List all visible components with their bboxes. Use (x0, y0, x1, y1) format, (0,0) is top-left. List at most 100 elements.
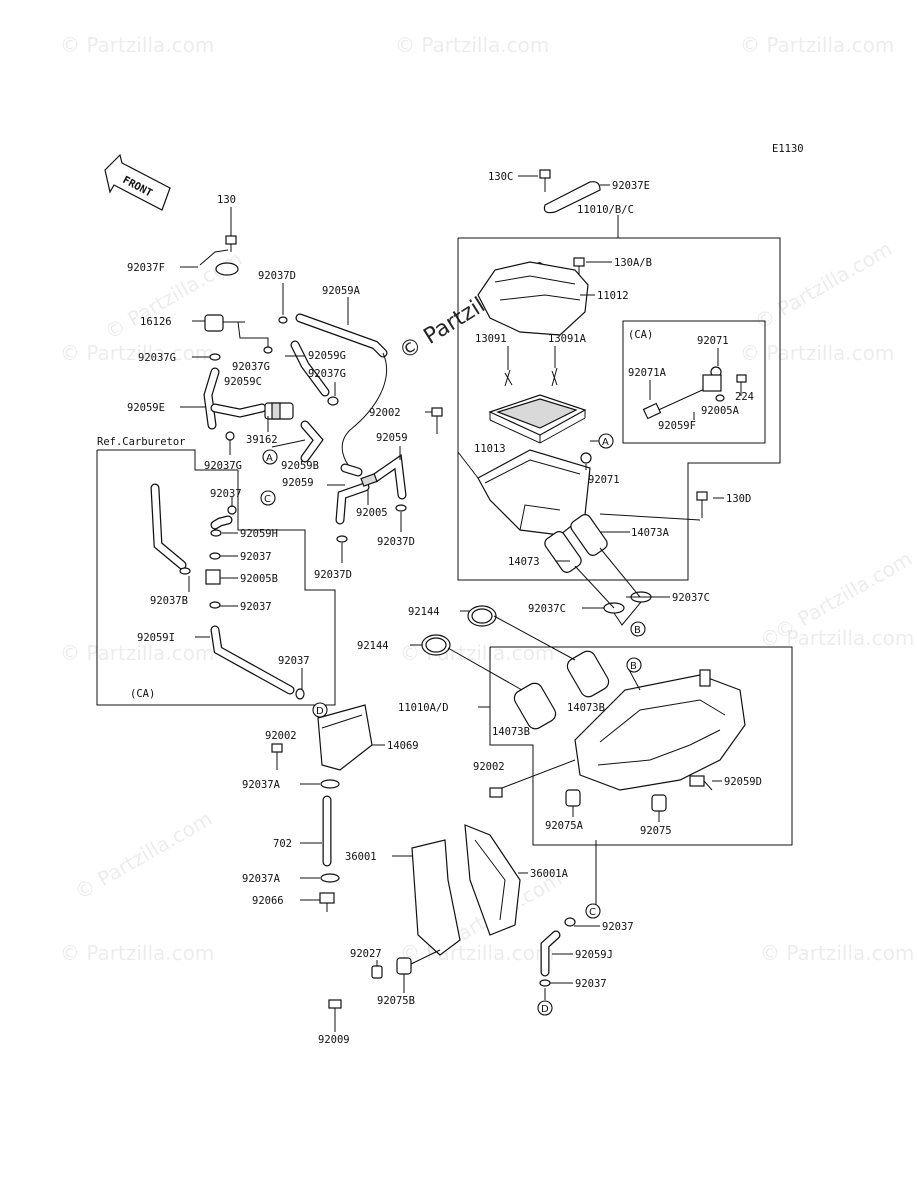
part-label-92009: 92009 (318, 1034, 350, 1046)
part-label-92071: 92071 (697, 335, 729, 347)
watermark: © Partzilla.com (400, 941, 554, 965)
part-label-130C: 130C (488, 171, 513, 183)
part-label-92027: 92027 (350, 948, 382, 960)
part-label-92037C: 92037C (672, 592, 710, 604)
part-label-92005A: 92005A (701, 405, 740, 417)
part-label-92037F: 92037F (127, 262, 165, 274)
small-parts (179, 169, 747, 1026)
part-label-92144: 92144 (408, 606, 440, 618)
part-label-11013: 11013 (474, 443, 506, 455)
watermark: © Partzilla.com (60, 341, 214, 365)
watermark: © Partzilla.com (740, 341, 894, 365)
part-label-92037A: 92037A (242, 873, 281, 885)
watermark: © Partzilla.com (740, 33, 894, 57)
part-label-92037G: 92037G (204, 460, 242, 472)
part-label-92059B: 92059B (281, 460, 319, 472)
part-label-92037D: 92037D (377, 536, 415, 548)
part-label-92071A: 92071A (628, 367, 667, 379)
callout-label: A (266, 453, 273, 464)
part-label-92037: 92037 (240, 601, 272, 613)
part-label-14073B: 14073B (492, 726, 530, 738)
callout-label: B (630, 661, 637, 672)
side-cover-36001A (464, 824, 521, 936)
callout-A-left: A (262, 449, 278, 465)
part-label-16126: 16126 (140, 316, 172, 328)
front-arrow: FRONT (104, 153, 171, 211)
callout-label: A (602, 437, 609, 448)
callout-D-bottom: D (537, 1000, 553, 1016)
part-label-14073A: 14073A (631, 527, 670, 539)
part-label-92059C: 92059C (224, 376, 262, 388)
part-label-92059F: 92059F (658, 420, 696, 432)
part-label-92037G: 92037G (308, 368, 346, 380)
callout-label: B (634, 625, 641, 636)
part-label-130D: 130D (726, 493, 751, 505)
part-label-14069: 14069 (387, 740, 419, 752)
ca-label-left: (CA) (130, 688, 155, 700)
part-label-224: 224 (735, 391, 754, 403)
part-label-92075B: 92075B (377, 995, 415, 1007)
part-label-92059E: 92059E (127, 402, 165, 414)
group-frames (96, 237, 793, 846)
ref-carburetor-label: Ref.Carburetor (97, 436, 186, 448)
watermark: © Partzilla.com (395, 33, 549, 57)
callout-D-top: D (312, 702, 328, 718)
part-label-92005B: 92005B (240, 573, 278, 585)
callout-A-top: A (598, 433, 614, 449)
part-label-36001: 36001 (345, 851, 377, 863)
part-label-702: 702 (273, 838, 292, 850)
part-label-92075: 92075 (640, 825, 672, 837)
part-label-92037G: 92037G (232, 361, 270, 373)
callout-label: C (264, 494, 271, 505)
part-label-92059H: 92059H (240, 528, 278, 540)
part-label-11010AD: 11010A/D (398, 702, 449, 714)
part-label-92059I: 92059I (137, 632, 175, 644)
part-label-92059: 92059 (282, 477, 314, 489)
part-label-92037: 92037 (602, 921, 634, 933)
callout-label: D (541, 1004, 549, 1015)
part-label-36001A: 36001A (530, 868, 569, 880)
ca-label-right: (CA) (628, 329, 653, 341)
part-label-92059J: 92059J (575, 949, 613, 961)
part-label-92144: 92144 (357, 640, 389, 652)
watermark: © Partzilla.com (60, 641, 214, 665)
watermark: © Partzilla.com (60, 33, 214, 57)
part-label-92075A: 92075A (545, 820, 584, 832)
part-label-11010BC: 11010/B/C (577, 204, 634, 216)
watermark: © Partzilla.com (760, 941, 914, 965)
part-label-92037D: 92037D (314, 569, 352, 581)
side-cover-36001 (411, 839, 461, 956)
part-label-92037B: 92037B (150, 595, 188, 607)
part-label-92002: 92002 (473, 761, 505, 773)
callout-C-left: C (260, 490, 276, 506)
part-label-39162: 39162 (246, 434, 278, 446)
part-label-92037E: 92037E (612, 180, 650, 192)
part-label-14073B: 14073B (567, 702, 605, 714)
watermark: © Partzilla.com (101, 246, 247, 344)
part-label-92037: 92037 (575, 978, 607, 990)
part-label-92002: 92002 (265, 730, 297, 742)
callout-B-housing: B (626, 657, 642, 673)
air-cleaner-cover-11012 (477, 261, 589, 336)
ducts-14073 (513, 514, 610, 730)
part-label-92059D: 92059D (724, 776, 762, 788)
part-label-92059A: 92059A (322, 285, 361, 297)
part-label-92066: 92066 (252, 895, 284, 907)
watermark: © Partzilla.com (71, 806, 217, 904)
part-label-92005: 92005 (356, 507, 388, 519)
part-labels: 130 92037F 92037D 92059A 16126 92037G 92… (97, 171, 762, 1046)
part-label-92037D: 92037D (258, 270, 296, 282)
leader-lines (180, 175, 742, 1032)
watermark: © Partzilla.com (760, 626, 914, 650)
callout-C-bottom: C (585, 903, 601, 919)
callout-label: D (316, 706, 324, 717)
hose-group (150, 313, 561, 977)
part-label-92037G: 92037G (138, 352, 176, 364)
part-label-14073: 14073 (508, 556, 540, 568)
part-label-13091A: 13091A (548, 333, 587, 345)
part-label-13091: 13091 (475, 333, 507, 345)
part-label-92037: 92037 (278, 655, 310, 667)
part-label-130AB: 130A/B (614, 257, 652, 269)
lower-housing-11010A (574, 669, 746, 791)
